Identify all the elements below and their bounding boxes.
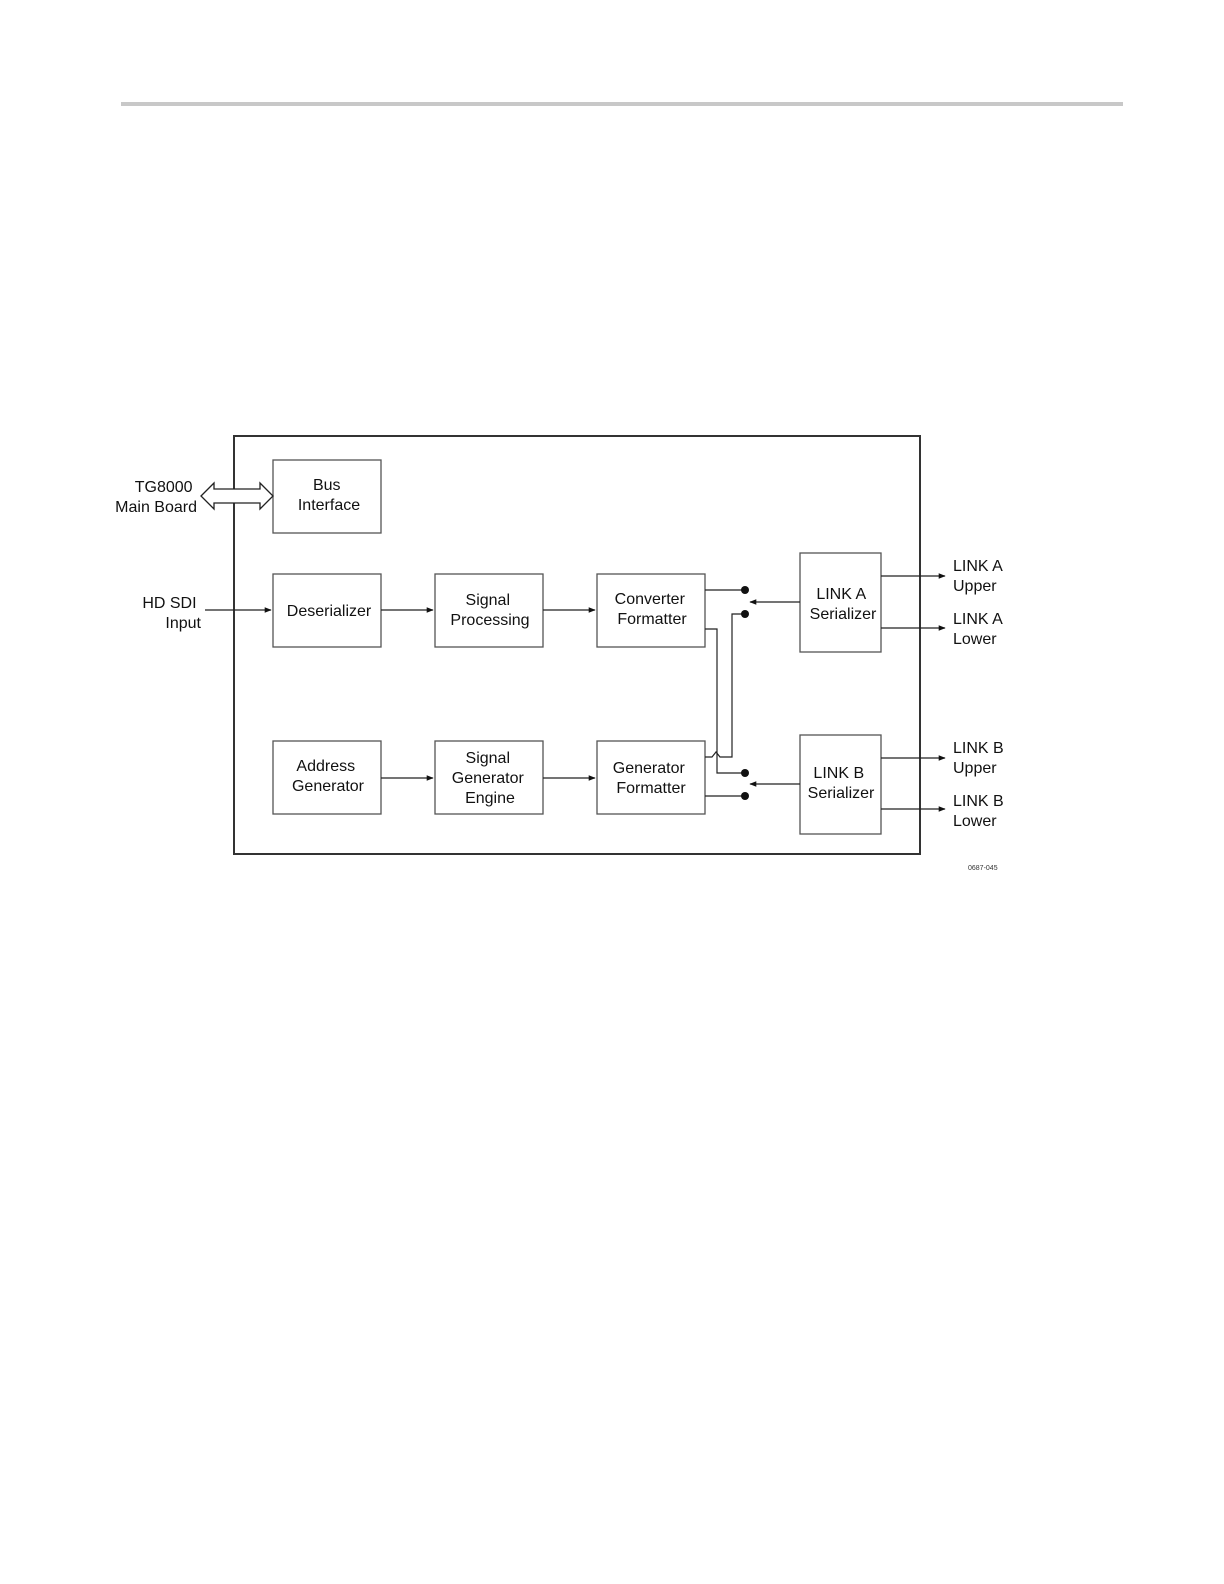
signal-processing-block bbox=[435, 574, 543, 647]
bus-double-arrow bbox=[201, 483, 273, 509]
link-b-upper-label: LINK B Upper bbox=[953, 740, 1008, 777]
hd-sdi-input-label: HD SDI Input bbox=[142, 595, 201, 632]
switch-b-contact-bottom bbox=[741, 792, 749, 800]
main-board-label: TG8000 Main Board bbox=[115, 479, 197, 516]
link-a-lower-label: LINK A Lower bbox=[953, 611, 1006, 648]
generator-to-switch-a-wire bbox=[705, 614, 745, 757]
deserializer-label: Deserializer bbox=[287, 603, 372, 620]
generator-formatter-block bbox=[597, 741, 705, 814]
switch-a-contact-bottom bbox=[741, 610, 749, 618]
switch-b-contact-top bbox=[741, 769, 749, 777]
switch-a-contact-top bbox=[741, 586, 749, 594]
figure-number: 0687-045 bbox=[968, 865, 998, 872]
link-a-upper-label: LINK A Upper bbox=[953, 558, 1006, 595]
link-b-lower-label: LINK B Lower bbox=[953, 793, 1008, 830]
converter-to-switch-b-wire bbox=[705, 629, 745, 773]
